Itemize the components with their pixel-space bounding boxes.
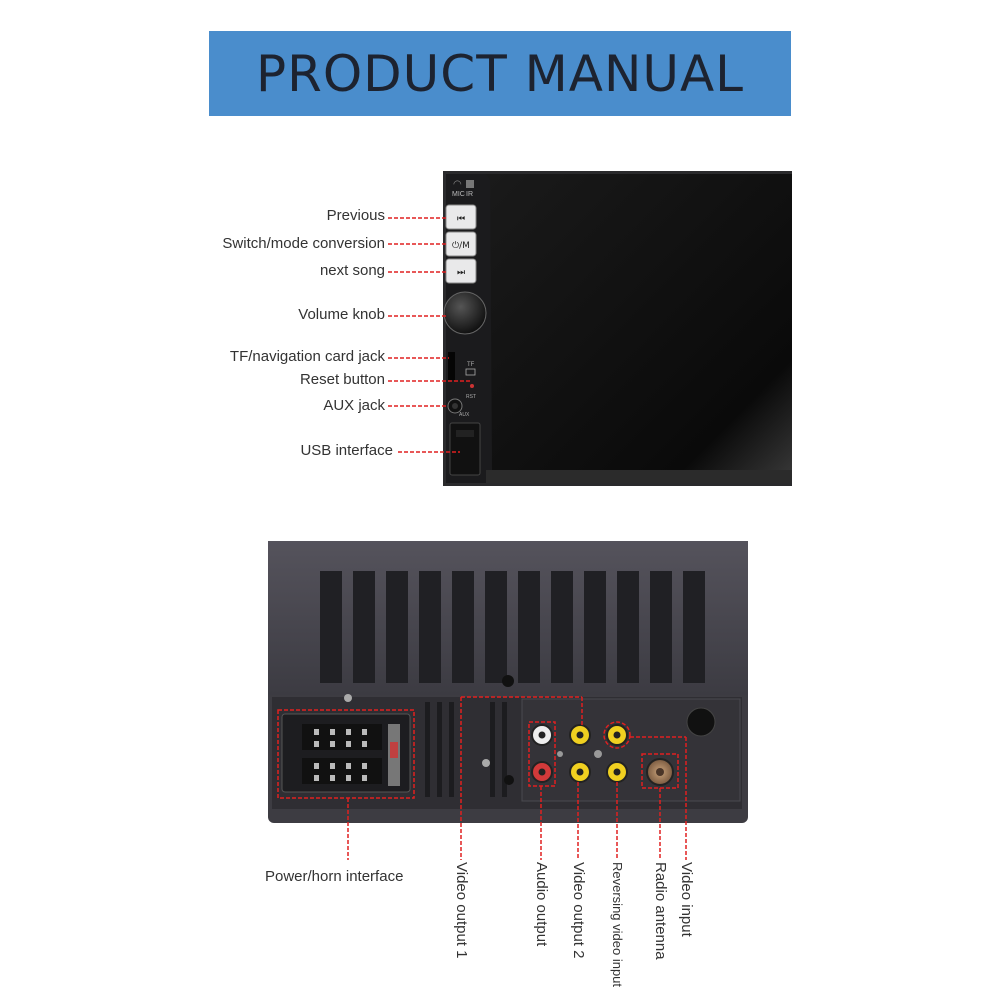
display-screen xyxy=(486,174,792,483)
callout-next-song: next song xyxy=(319,262,385,279)
callout-volume-knob: Volume knob xyxy=(298,306,385,323)
callout-audio-output: Audio output xyxy=(533,862,550,947)
rear-panel xyxy=(268,541,748,823)
mic-mark: MIC xyxy=(452,191,465,198)
callout-switch-mode: Switch/mode conversion xyxy=(222,235,385,252)
callout-aux-jack: AUX jack xyxy=(323,397,385,414)
reset-pinhole[interactable] xyxy=(470,384,474,388)
callout-reversing-video-input: Reversing video input xyxy=(610,862,625,988)
rca-jacks[interactable] xyxy=(531,724,628,783)
callout-previous: Previous xyxy=(326,207,385,224)
svg-text:⏭: ⏭ xyxy=(457,268,465,278)
rear-callout-lines xyxy=(277,696,687,860)
svg-text:⏻/M: ⏻/M xyxy=(452,240,470,251)
heat-sink-fins xyxy=(320,571,705,683)
cable-grommet xyxy=(686,707,716,737)
callout-usb-interface: USB interface xyxy=(300,442,393,459)
iso-connector[interactable] xyxy=(281,713,411,793)
svg-text:◠: ◠ xyxy=(453,179,462,190)
callout-power-horn: Power/horn interface xyxy=(265,868,404,885)
next-button[interactable]: ⏭ xyxy=(445,258,477,284)
tf-slot[interactable] xyxy=(448,352,455,380)
front-callout-lines xyxy=(388,217,471,453)
volume-knob[interactable] xyxy=(443,291,487,335)
callout-tf-card-jack: TF/navigation card jack xyxy=(229,348,385,365)
callout-radio-antenna: Radio antenna xyxy=(652,862,669,960)
callout-video-output-2: Video output 2 xyxy=(570,862,587,959)
ir-mark: IR xyxy=(466,191,473,198)
title-banner: PRODUCT MANUAL xyxy=(209,31,791,116)
svg-text:⏮: ⏮ xyxy=(457,214,465,224)
callout-video-input: Video input xyxy=(678,862,695,937)
previous-button[interactable]: ⏮ xyxy=(445,204,477,230)
callout-reset-button: Reset button xyxy=(299,371,385,388)
svg-text:TF: TF xyxy=(467,362,475,368)
page-title: PRODUCT MANUAL xyxy=(255,45,745,103)
front-panel: MIC IR ◠ ⏮ ⏻/M ⏭ TF RST AUX xyxy=(443,171,792,486)
callout-video-output-1: Video output 1 xyxy=(453,862,470,959)
mode-button[interactable]: ⏻/M xyxy=(445,231,477,257)
svg-text:AUX: AUX xyxy=(459,412,470,418)
svg-text:RST: RST xyxy=(466,394,476,400)
